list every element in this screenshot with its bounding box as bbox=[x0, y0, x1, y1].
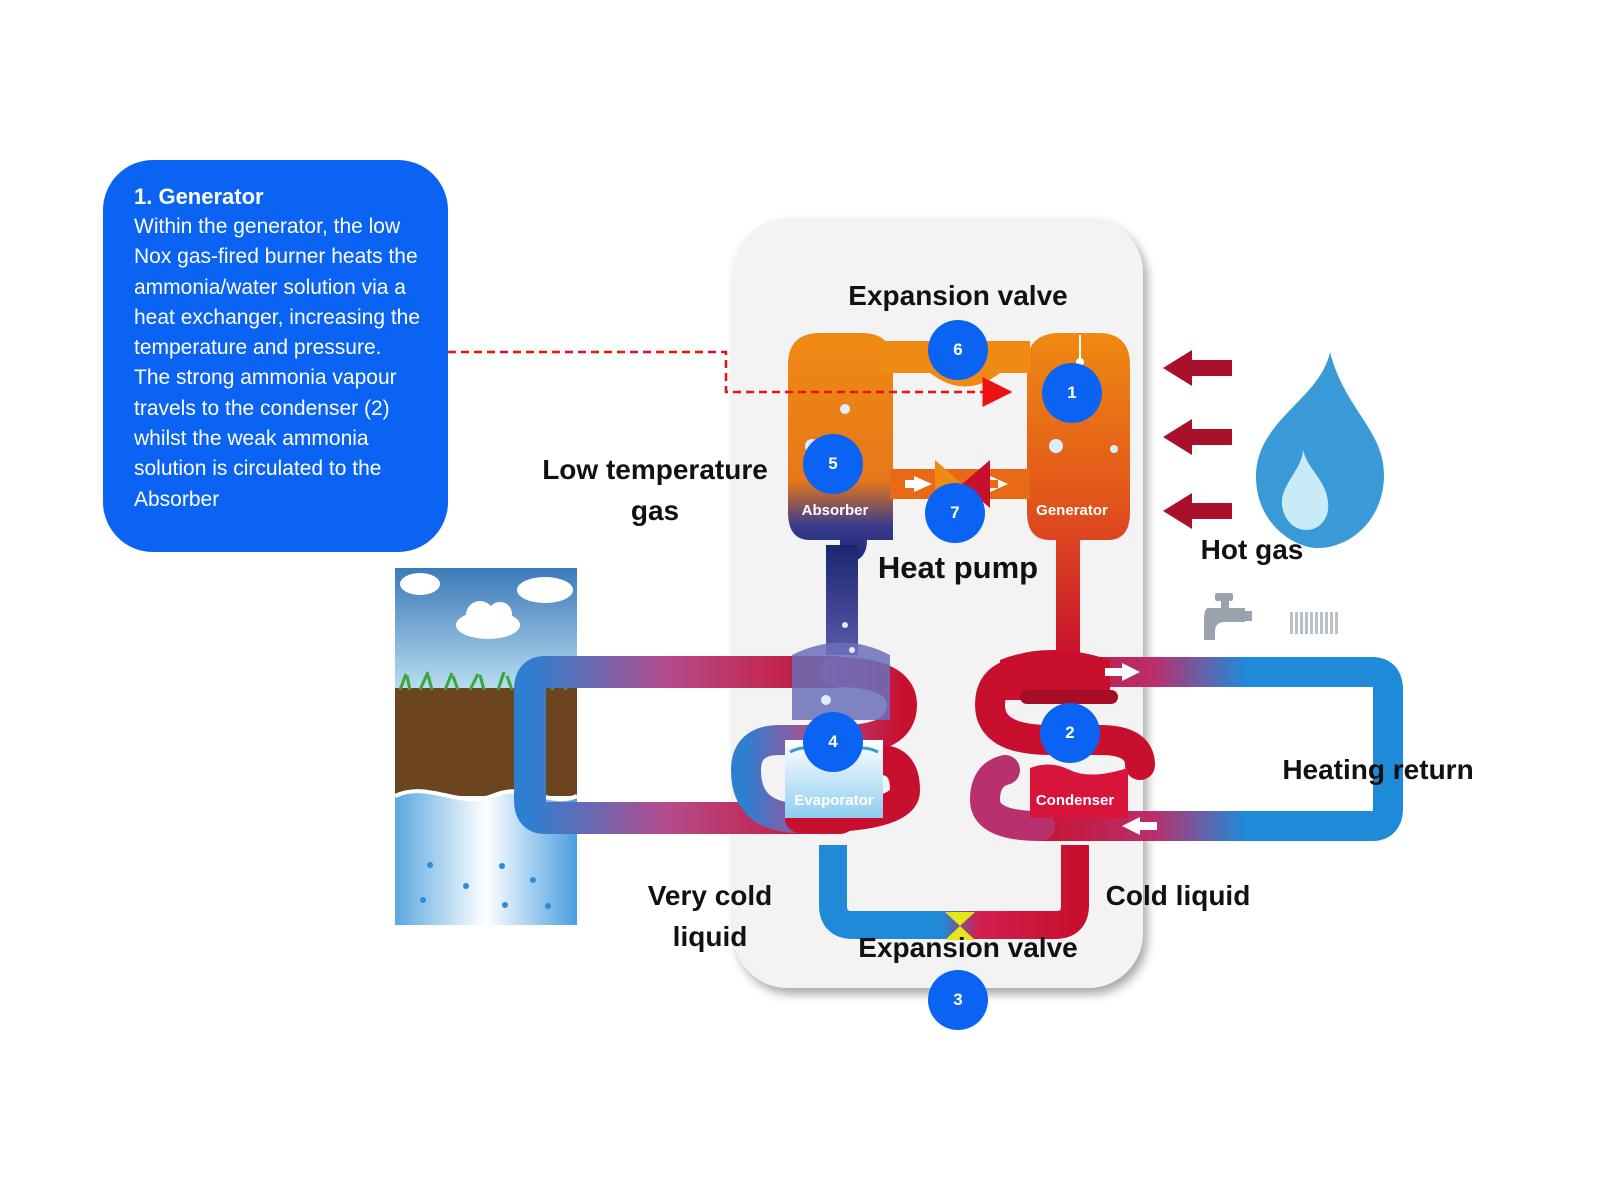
badge-3: 3 bbox=[928, 970, 988, 1030]
label-expansion-valve-top: Expansion valve bbox=[848, 280, 1068, 311]
badge-1: 1 bbox=[1042, 363, 1102, 423]
water-drop-icon bbox=[420, 862, 551, 909]
ground-illustration bbox=[394, 568, 578, 925]
vessel-label-generator: Generator bbox=[1036, 502, 1108, 519]
radiator-icon bbox=[1290, 612, 1338, 634]
label-very-cold-line2: liquid bbox=[672, 921, 748, 952]
label-heat-pump: Heat pump bbox=[877, 550, 1039, 585]
callout-title: 1. Generator bbox=[134, 184, 264, 209]
expansion-valve-bottom bbox=[945, 912, 975, 940]
vessel-label-absorber: Absorber bbox=[801, 502, 869, 519]
condenser-vessel bbox=[1030, 764, 1128, 818]
label-heating-return: Heating return bbox=[1282, 754, 1474, 785]
generator-callout: 1. Generator Within the generator, the l… bbox=[103, 160, 448, 552]
callout-connector bbox=[448, 350, 1013, 407]
badge-6: 6 bbox=[928, 320, 988, 380]
flow-arrow bbox=[1105, 663, 1157, 835]
badge-4: 4 bbox=[803, 712, 863, 772]
flame-icon bbox=[1255, 352, 1384, 548]
label-very-cold-line1: Very cold bbox=[647, 880, 773, 911]
vessel-label-condenser: Condenser bbox=[1035, 792, 1115, 809]
label-cold-liquid: Cold liquid bbox=[1105, 880, 1251, 911]
label-expansion-valve-bottom: Expansion valve bbox=[858, 932, 1078, 963]
label-low-temp-gas-line2: gas bbox=[630, 495, 680, 526]
cloud-icon bbox=[400, 573, 573, 639]
callout-body: Within the generator, the low Nox gas-fi… bbox=[134, 215, 421, 511]
label-hot-gas: Hot gas bbox=[1200, 534, 1304, 565]
badge-5: 5 bbox=[803, 434, 863, 494]
label-low-temp-gas-line1: Low temperature bbox=[542, 454, 768, 485]
heating-loop-pipe bbox=[969, 657, 1403, 841]
vessel-label-evaporator: Evaporator bbox=[794, 792, 874, 809]
badge-7: 7 bbox=[925, 483, 985, 543]
badge-2: 2 bbox=[1040, 703, 1100, 763]
hot-gas-arrow-icon bbox=[1163, 350, 1232, 529]
tap-icon bbox=[1204, 593, 1252, 640]
